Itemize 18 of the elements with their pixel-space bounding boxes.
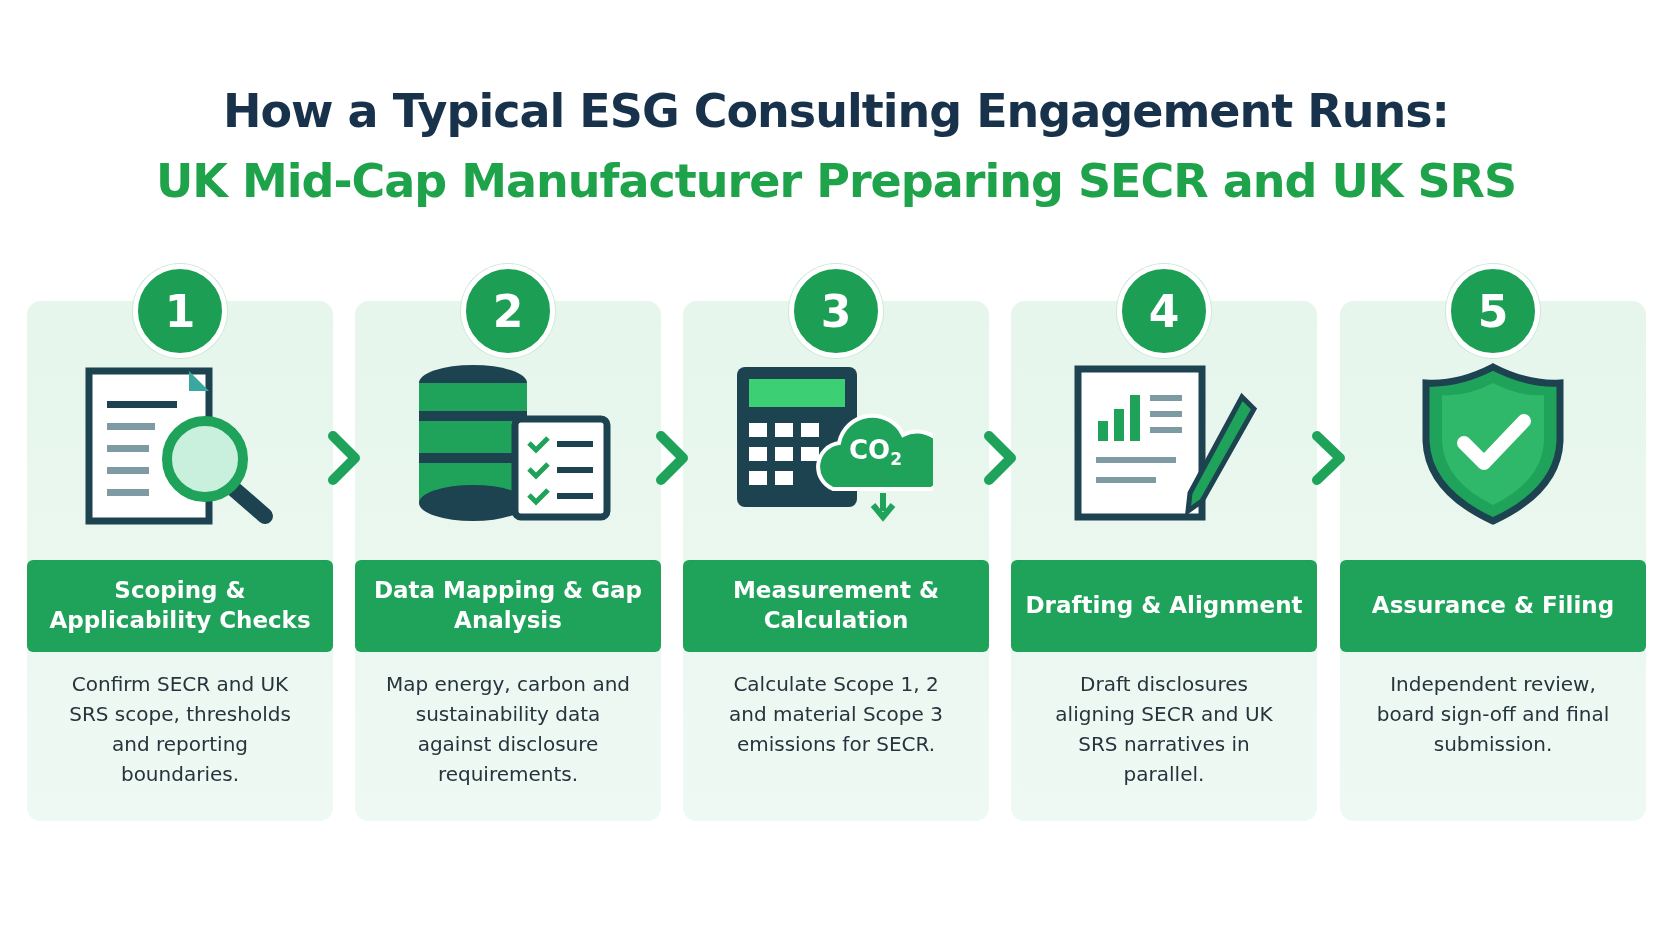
co2-label: CO$_{2}$: [849, 435, 903, 469]
number-circle: 5: [1446, 264, 1540, 358]
step-description: Draft disclosures aligning SECR and UK SRS narratives in parallel.: [1054, 671, 1274, 788]
step-header-band: Measurement & Calculation: [683, 560, 989, 652]
diagram-subtitle: UK Mid-Cap Manufacturer Preparing SECR and UK SRS: [154, 154, 1518, 208]
number-circle: 3: [789, 264, 883, 358]
step-description: Independent review, board sign-off and final submission.: [1375, 671, 1611, 758]
step-header-band: Assurance & Filing: [1340, 560, 1646, 652]
number-circle: 2: [461, 264, 555, 358]
diagram-title: How a Typical ESG Consulting Engagement Runs:: [222, 84, 1450, 138]
step-description: Calculate Scope 1, 2 and material Scope 3 emissions for SECR.: [728, 671, 944, 758]
step-header-band: Scoping & Applicability Checks: [27, 560, 333, 652]
number-circle: 1: [133, 264, 227, 358]
step-description: Map energy, carbon and sustainability data against disclosure requirements.: [385, 671, 631, 788]
step-description: Confirm SECR and UK SRS scope, thresholds and reporting boundaries.: [68, 671, 292, 788]
step-header-band: Data Mapping & Gap Analysis: [355, 560, 661, 652]
step-header-band: Drafting & Alignment: [1011, 560, 1317, 652]
number-circle: 4: [1117, 264, 1211, 358]
